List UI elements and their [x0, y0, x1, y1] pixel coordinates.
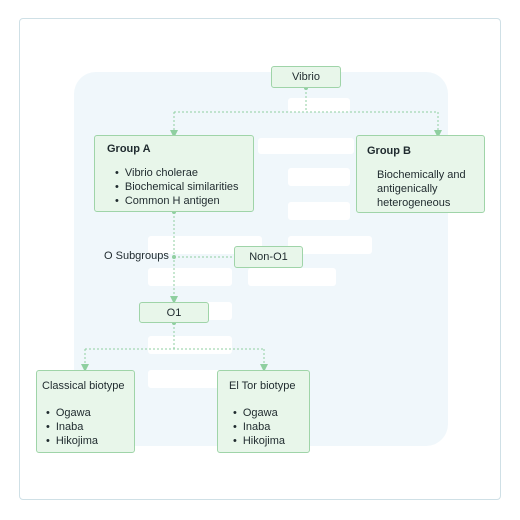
- connector-dot: [172, 255, 176, 259]
- placeholder-block: [288, 202, 350, 220]
- list-item: Hikojima: [46, 434, 134, 448]
- node-group-b-title: Group B: [367, 145, 411, 157]
- node-classical-title: Classical biotype: [42, 380, 125, 392]
- node-vibrio: Vibrio: [271, 66, 341, 88]
- node-group-b-description: Biochemically and antigenically heteroge…: [367, 168, 484, 210]
- o-subgroups-label: O Subgroups: [104, 250, 169, 262]
- node-non-o1: Non-O1: [234, 246, 303, 268]
- node-non-o1-label: Non-O1: [249, 251, 288, 263]
- node-group-b-line: heterogeneous: [377, 197, 451, 209]
- placeholder-block: [288, 98, 350, 112]
- node-vibrio-label: Vibrio: [292, 71, 320, 83]
- list-item: Inaba: [233, 420, 309, 434]
- node-el-tor-title: El Tor biotype: [229, 380, 296, 392]
- list-item: Ogawa: [46, 406, 134, 420]
- list-item: Biochemical similarities: [115, 180, 253, 194]
- placeholder-block: [288, 168, 350, 186]
- list-item: Hikojima: [233, 434, 309, 448]
- placeholder-block: [288, 236, 372, 254]
- placeholder-block: [148, 236, 262, 254]
- node-group-a-list: Vibrio cholerae Biochemical similarities…: [107, 166, 253, 208]
- node-el-tor-biotype: El Tor biotype Ogawa Inaba Hikojima: [217, 370, 310, 453]
- node-group-b: Group B Biochemically and antigenically …: [356, 135, 485, 213]
- node-group-b-line: Biochemically and: [377, 169, 466, 181]
- node-classical-list: Ogawa Inaba Hikojima: [42, 406, 134, 448]
- list-item: Inaba: [46, 420, 134, 434]
- placeholder-block: [248, 268, 336, 286]
- node-el-tor-list: Ogawa Inaba Hikojima: [229, 406, 309, 448]
- placeholder-block: [148, 268, 232, 286]
- list-item: Common H antigen: [115, 194, 253, 208]
- placeholder-block: [258, 138, 354, 154]
- placeholder-block: [148, 370, 232, 388]
- node-o1-label: O1: [166, 306, 182, 319]
- node-group-b-line: antigenically: [377, 183, 438, 195]
- node-classical-biotype: Classical biotype Ogawa Inaba Hikojima: [36, 370, 135, 453]
- node-o1: O1: [139, 302, 209, 323]
- list-item: Ogawa: [233, 406, 309, 420]
- node-group-a-title: Group A: [107, 143, 151, 155]
- list-item: Vibrio cholerae: [115, 166, 253, 180]
- node-group-a: Group A Vibrio cholerae Biochemical simi…: [94, 135, 254, 212]
